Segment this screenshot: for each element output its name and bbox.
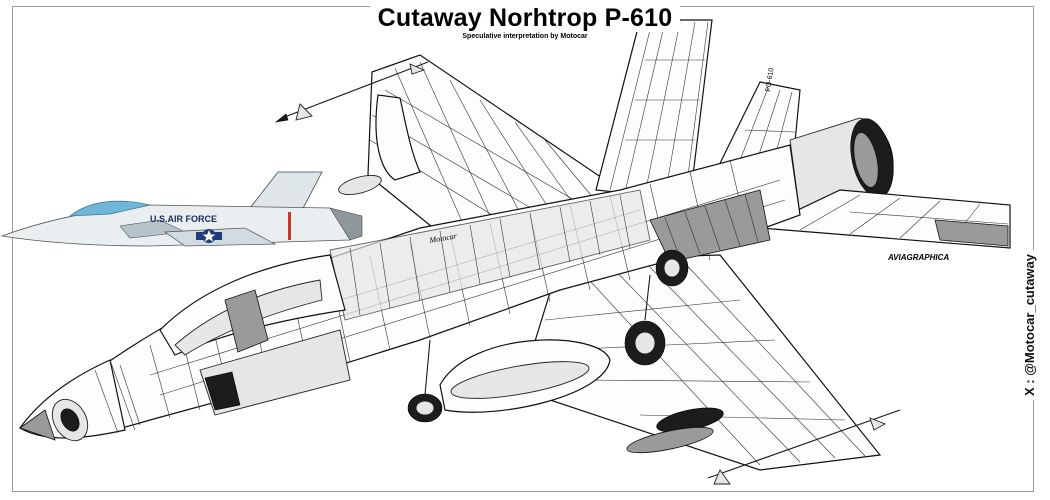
right-wingtip-missile: [707, 409, 901, 485]
cockpit: [19, 254, 351, 442]
usaf-roundel-icon: [196, 229, 222, 243]
inset-marking: U.S.AIR FORCE: [150, 214, 217, 224]
right-stabilizer: AVIAGRAPHICA: [757, 189, 1011, 262]
landing-gear: [407, 249, 689, 423]
fin-label: PO-610: [765, 67, 775, 92]
engine-nozzle: [789, 117, 894, 216]
underwing-missiles: [626, 407, 724, 454]
author-credit: X : @Motocar_cutaway: [1022, 250, 1037, 400]
color-aircraft-side-view: U.S.AIR FORCE: [0, 171, 363, 247]
fuselage: Motocar: [18, 144, 801, 439]
wing-label: AVIAGRAPHICA: [887, 253, 949, 262]
left-wingtip-missile: [274, 61, 429, 123]
page-title: Cutaway Norhtrop P-610: [0, 4, 1050, 33]
page-subtitle: Speculative interpretation by Motocar: [462, 33, 588, 40]
lower-right-wing: [439, 254, 901, 485]
